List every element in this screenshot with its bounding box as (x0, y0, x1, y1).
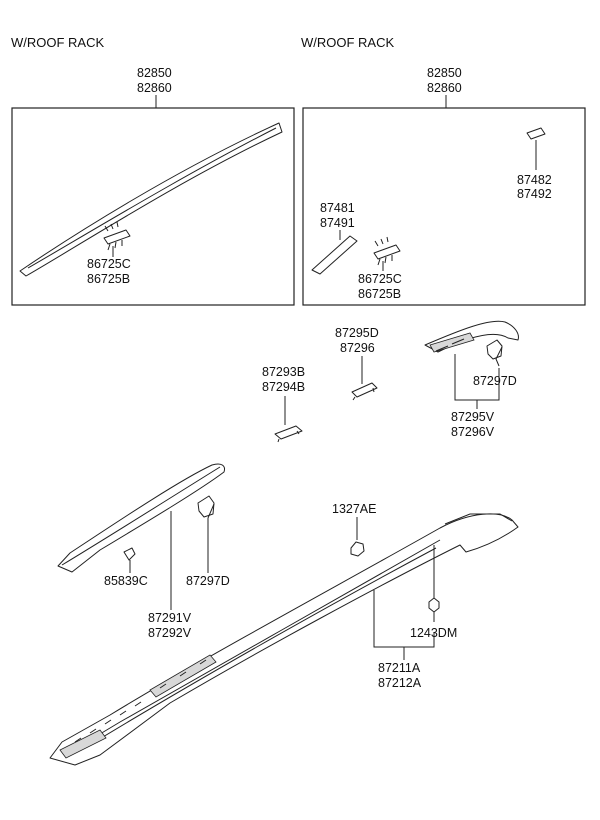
end-cover-left-code-2: 87294B (262, 380, 305, 394)
roof-rack: 87211A 87212A (49, 513, 519, 766)
left-roof-molding-edge (27, 127, 277, 269)
left-molding-clip (103, 221, 131, 257)
end-cover-center: 87295D 87296 (335, 326, 379, 401)
right-tape (311, 235, 358, 275)
left-panel: W/ROOF RACK 82850 82860 86725C 86725B (11, 35, 295, 306)
front-cover-clip-code: 87297D (473, 374, 517, 388)
roof-rack-code-1: 87211A (378, 661, 421, 675)
right-pad-code-2: 87492 (517, 187, 552, 201)
right-panel-title: W/ROOF RACK (301, 35, 394, 50)
roof-rack-end-shade (59, 729, 107, 759)
left-molding-code-1: 82850 (137, 66, 172, 80)
bolt-code: 1243DM (410, 626, 457, 640)
end-cover-center-code-2: 87296 (340, 341, 375, 355)
right-tape-code-2: 87491 (320, 216, 355, 230)
end-cover-center-code-1: 87295D (335, 326, 379, 340)
end-cover-left-code-1: 87293B (262, 365, 305, 379)
roof-rack-code-2: 87212A (378, 676, 422, 690)
rear-cover-code-2: 87292V (148, 626, 192, 640)
front-cover-code-2: 87296V (451, 425, 495, 439)
roof-rack-body (49, 513, 519, 766)
front-cover: 87297D 87295V 87296V (424, 320, 519, 439)
front-cover-shade (429, 332, 475, 353)
roof-rack-rail (149, 654, 217, 698)
right-tape-code-1: 87481 (320, 201, 355, 215)
left-clip-code-1: 86725C (87, 257, 131, 271)
rear-cover: 85839C 87297D 87291V 87292V (57, 463, 230, 640)
left-clip-code-2: 86725B (87, 272, 130, 286)
rear-clip-code: 85839C (104, 574, 148, 588)
right-panel-frame (302, 107, 586, 306)
nut-code: 1327AE (332, 502, 376, 516)
rear-cover-code-1: 87291V (148, 611, 192, 625)
rear-cover-body (57, 463, 225, 573)
right-pad-code-1: 87482 (517, 173, 552, 187)
front-cover-clip (486, 339, 503, 360)
rear-cover-clip-code: 87297D (186, 574, 230, 588)
right-molding-clip (373, 236, 401, 271)
left-roof-molding (19, 122, 283, 277)
left-panel-title: W/ROOF RACK (11, 35, 104, 50)
left-molding-code-2: 82860 (137, 81, 172, 95)
right-clip-code-2: 86725B (358, 287, 401, 301)
right-molding-code-2: 82860 (427, 81, 462, 95)
end-cover-left: 87293B 87294B (262, 365, 305, 443)
bolt: 1243DM (410, 545, 457, 640)
right-pad (526, 127, 546, 140)
front-cover-code-1: 87295V (451, 410, 495, 424)
left-panel-frame (11, 107, 295, 306)
right-molding-code-1: 82850 (427, 66, 462, 80)
rear-cover-clip (197, 495, 215, 518)
nut: 1327AE (332, 502, 376, 557)
rear-cover-lower-clip (123, 547, 136, 561)
right-clip-code-1: 86725C (358, 272, 402, 286)
right-panel: W/ROOF RACK 82850 82860 87482 87492 8748… (301, 35, 586, 306)
